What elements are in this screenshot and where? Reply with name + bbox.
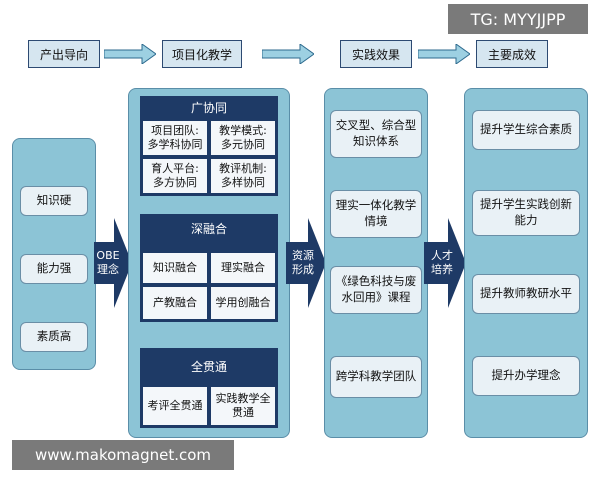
guang-cell-eval-2: 多样协同 xyxy=(221,176,265,189)
quan-cell-practice-1: 实践教学全 xyxy=(215,392,271,406)
practice-item-team: 跨学科教学团队 xyxy=(330,356,422,398)
outcome-item-comprehensive: 提升学生综合素质 xyxy=(472,110,580,150)
shen-cell-industry: 产教融合 xyxy=(142,286,208,320)
guang-title: 广协同 xyxy=(140,96,278,118)
outcome-item-2-line-2: 能力 xyxy=(514,213,538,227)
practice-item-knowledge-system: 交叉型、综合型 知识体系 xyxy=(330,110,422,158)
header-main-results: 主要成效 xyxy=(476,40,548,68)
guang-cell-team-1: 项目团队: xyxy=(151,124,199,138)
practice-item-3-line-1: 《绿色科技与废 xyxy=(335,274,417,289)
quan-cell-assess: 考评全贯通 xyxy=(142,386,208,426)
arrow-obe-text-1: OBE xyxy=(96,249,120,263)
shen-cell-learn-create: 学用创融合 xyxy=(210,286,276,320)
outcome-item-2-line-1: 提升学生实践创新 xyxy=(480,197,572,212)
arrow-resource-text-1: 资源 xyxy=(292,249,314,263)
left-item-knowledge: 知识硬 xyxy=(20,186,88,216)
guang-cell-mode-2: 多元协同 xyxy=(221,138,265,151)
shen-title: 深融合 xyxy=(190,222,227,236)
header-arrow-2 xyxy=(262,44,314,64)
arrow-resource xyxy=(286,218,326,308)
arrow-talent-text-2: 培养 xyxy=(431,263,453,276)
practice-item-3-line-2: 水回用》课程 xyxy=(341,290,411,304)
outcome-item-innovation: 提升学生实践创新 能力 xyxy=(472,190,580,236)
arrow-talent xyxy=(424,218,466,308)
shen-cell-knowledge: 知识融合 xyxy=(142,252,208,284)
arrow-talent-text-1: 人才 xyxy=(431,249,453,263)
header-output-oriented: 产出导向 xyxy=(28,40,100,68)
shen-cell-theory: 理实融合 xyxy=(210,252,276,284)
practice-item-2-line-1: 理实一体化教学 xyxy=(335,198,417,213)
arrow-resource-text-2: 形成 xyxy=(292,263,314,276)
guang-cell-eval: 教评机制: 多样协同 xyxy=(210,158,276,194)
practice-item-course: 《绿色科技与废 水回用》课程 xyxy=(330,266,422,314)
watermark-top: TG: MYYJJPP xyxy=(448,4,588,34)
guang-cell-platform: 育人平台: 多方协同 xyxy=(142,158,208,194)
header-practice-effect: 实践效果 xyxy=(340,40,412,68)
quan-cell-practice-2: 贯通 xyxy=(232,406,254,419)
watermark-bottom: www.makomagnet.com xyxy=(12,440,234,470)
quan-cell-practice: 实践教学全 贯通 xyxy=(210,386,276,426)
practice-item-1-line-1: 交叉型、综合型 xyxy=(335,118,417,133)
outcome-item-philosophy: 提升办学理念 xyxy=(472,356,580,396)
left-item-ability: 能力强 xyxy=(20,254,88,284)
practice-item-teaching-context: 理实一体化教学 情境 xyxy=(330,190,422,238)
guang-cell-mode: 教学模式: 多元协同 xyxy=(210,120,276,156)
header-arrow-3 xyxy=(418,44,470,64)
guang-cell-team: 项目团队: 多学科协同 xyxy=(142,120,208,156)
guang-cell-mode-1: 教学模式: xyxy=(219,124,267,138)
arrow-obe-text-2: 理念 xyxy=(97,263,119,276)
quan-title: 全贯通 xyxy=(190,360,227,374)
guang-cell-eval-1: 教评机制: xyxy=(219,162,267,176)
guang-cell-platform-2: 多方协同 xyxy=(153,176,197,189)
guang-cell-team-2: 多学科协同 xyxy=(147,138,203,151)
arrow-resource-label: 资源 形成 xyxy=(288,242,318,284)
header-project-teaching: 项目化教学 xyxy=(162,40,242,68)
header-arrow-1 xyxy=(104,44,156,64)
practice-item-2-line-2: 情境 xyxy=(364,214,388,228)
arrow-obe xyxy=(94,218,132,308)
outcome-item-teacher: 提升教师教研水平 xyxy=(472,274,580,314)
left-item-quality: 素质高 xyxy=(20,322,88,352)
arrow-talent-label: 人才 培养 xyxy=(426,242,458,284)
practice-item-1-line-2: 知识体系 xyxy=(353,134,399,148)
guang-cell-platform-1: 育人平台: xyxy=(151,162,199,176)
arrow-obe-label: OBE 理念 xyxy=(94,242,122,284)
